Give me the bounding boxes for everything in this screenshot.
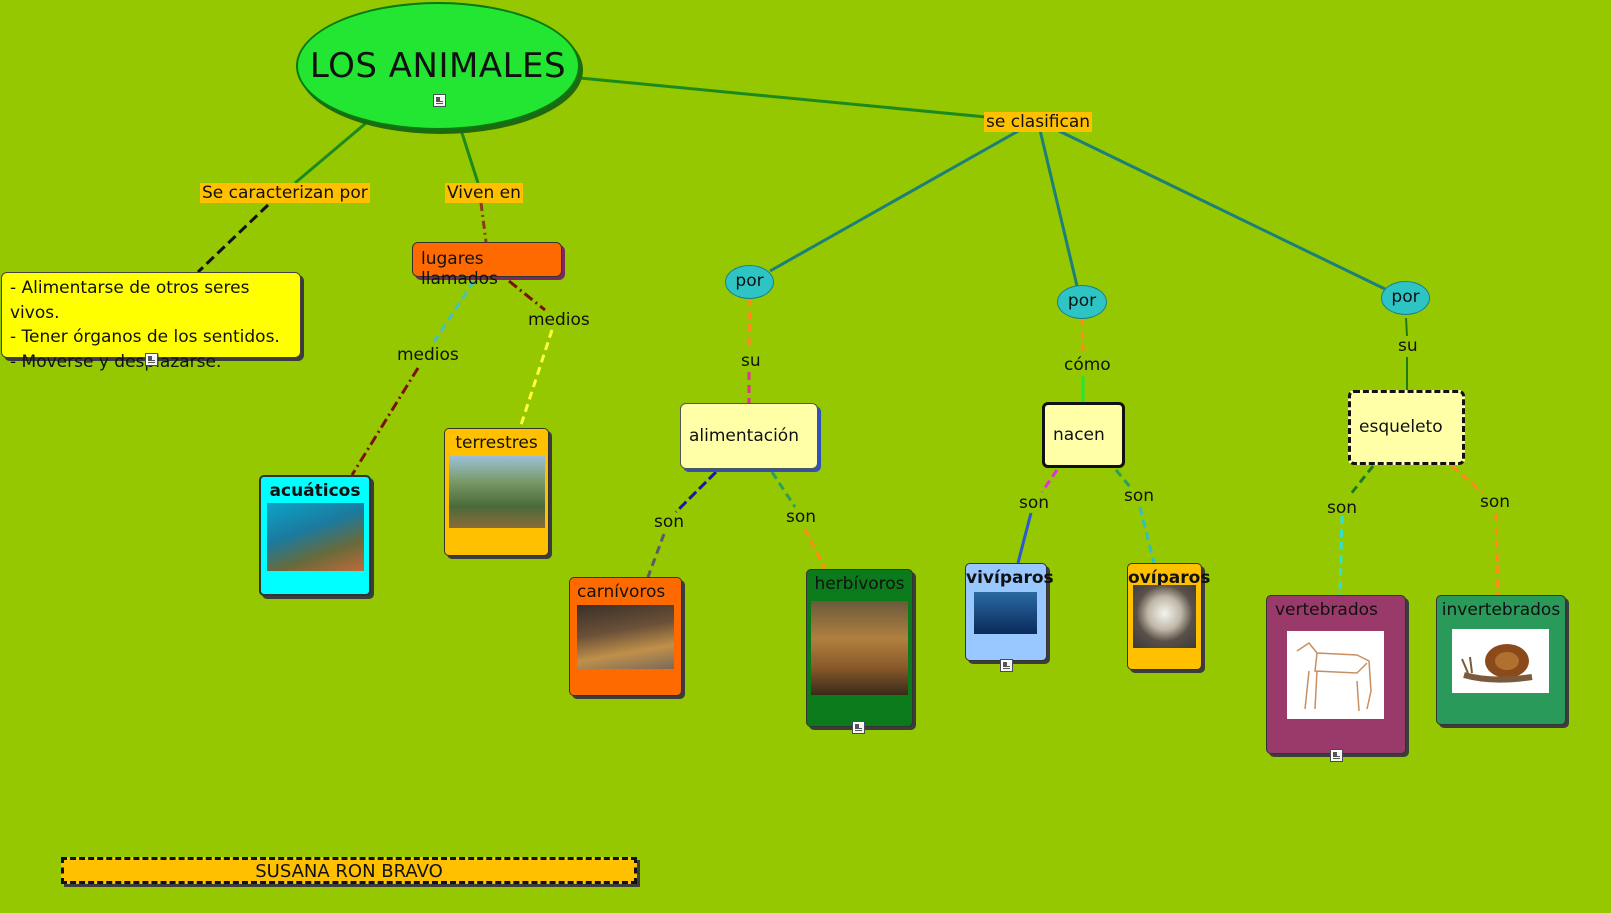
horse-skeleton-image [1287, 631, 1384, 719]
lugares-label: lugares llamados [421, 249, 498, 289]
root-node[interactable]: LOS ANIMALES [296, 2, 580, 130]
acuaticos-card[interactable]: acuáticos [259, 475, 371, 596]
connector-esqueleto-son-left [1348, 465, 1375, 496]
document-icon[interactable] [433, 94, 446, 107]
invertebrados-label: invertebrados [1441, 600, 1561, 620]
connector-por-2-como [1080, 317, 1085, 356]
link-label-medios-left: medios [397, 345, 459, 365]
connector-root-clasifican [579, 76, 987, 119]
esqueleto-label: esqueleto [1359, 417, 1443, 437]
herbivoros-label: herbívoros [814, 574, 905, 594]
link-label-son-viviparos: son [1019, 493, 1050, 513]
connector-caracterizan-box [196, 203, 270, 274]
connector-viven-lugares [479, 202, 488, 243]
carnivoros-card[interactable]: carnívoros [569, 577, 682, 696]
link-label-son-herbivoros: son [786, 507, 817, 527]
root-title: LOS ANIMALES [309, 46, 567, 86]
connector-son-invertebrados [1494, 513, 1500, 596]
terrestres-card[interactable]: terrestres [444, 428, 549, 556]
connector-alimentacion-son-left [674, 470, 718, 514]
snail-image [1452, 629, 1549, 693]
lions-image [577, 605, 674, 669]
connector-nacen-son-right [1114, 469, 1133, 489]
vertebrados-card[interactable]: vertebrados [1266, 595, 1406, 762]
characteristic-item: - Moverse y desplazarse. [10, 351, 222, 372]
characteristic-item: - Tener órganos de los sentidos. [10, 327, 280, 347]
invertebrados-card[interactable]: invertebrados [1436, 595, 1566, 725]
connector-clasifican-por-1 [769, 128, 1021, 273]
por-label: por [735, 271, 764, 291]
acuaticos-label: acuáticos [269, 481, 361, 501]
vertebrados-label: vertebrados [1275, 600, 1378, 620]
connector-nacen-son-left [1040, 469, 1059, 493]
connector-por-1-su [747, 297, 752, 351]
link-label-viven: Viven en [445, 183, 523, 203]
link-label-su-1: su [741, 351, 761, 371]
viviparos-label: vivíparos [966, 568, 1054, 588]
snail-drawing [1461, 644, 1533, 683]
alimentacion-label: alimentación [689, 426, 799, 446]
connector-por-3-su [1405, 317, 1408, 337]
connector-son-viviparos [1016, 512, 1033, 564]
connector-root-viven [459, 129, 480, 184]
connector-son-vertebrados [1338, 515, 1344, 596]
connector-medios-right-terrestres [518, 329, 554, 429]
horse-skeleton-drawing [1296, 641, 1372, 712]
terrestres-label: terrestres [455, 433, 538, 453]
por-oval-nacen[interactable]: por [1057, 285, 1107, 319]
alimentacion-node[interactable]: alimentación [680, 403, 818, 469]
forest-animals-image [449, 456, 545, 528]
connector-son-carnivoros [646, 533, 666, 578]
giraffe-image [811, 601, 908, 695]
por-label: por [1391, 287, 1420, 307]
esqueleto-node[interactable]: esqueleto [1348, 390, 1465, 465]
connector-son-herbivoros [803, 528, 827, 570]
document-icon[interactable] [1330, 749, 1343, 762]
nacen-node[interactable]: nacen [1042, 402, 1125, 468]
connector-son-oviparos [1138, 506, 1156, 564]
link-label-son-carnivoros: son [654, 512, 685, 532]
oviparos-label: ovíparos [1128, 568, 1211, 588]
link-label-como: cómo [1064, 355, 1111, 375]
author-banner[interactable]: SUSANA RON BRAVO [61, 857, 637, 884]
link-label-son-invertebrados: son [1480, 492, 1511, 512]
carnivoros-label: carnívoros [577, 582, 666, 602]
document-icon[interactable] [145, 353, 158, 366]
hatching-chick-image [1133, 585, 1196, 648]
characteristics-box[interactable]: - Alimentarse de otros seres vivos. - Te… [1, 272, 301, 372]
viviparos-card[interactable]: vivíparos [965, 563, 1054, 672]
connector-medios-left-acuaticos [350, 367, 420, 476]
link-label-son-vertebrados: son [1327, 498, 1358, 518]
document-icon[interactable] [1000, 659, 1013, 672]
por-oval-esqueleto[interactable]: por [1381, 281, 1430, 315]
nacen-label: nacen [1053, 425, 1105, 445]
coral-reef-image [267, 503, 364, 571]
lugares-node[interactable]: lugares llamados [412, 242, 562, 289]
por-oval-alimentacion[interactable]: por [725, 265, 774, 299]
connector-clasifican-por-3 [1056, 128, 1386, 291]
connector-alimentacion-son-right [770, 471, 797, 508]
link-label-su-2: su [1398, 336, 1418, 356]
connector-root-caracterizan [294, 121, 367, 185]
link-label-clasifican: se clasifican [984, 112, 1093, 132]
connector-lugares-medios-left [430, 280, 476, 346]
connector-lugares-medios-right [508, 279, 546, 312]
connector-esqueleto-son-right [1451, 464, 1484, 495]
connector-clasifican-por-2 [1038, 129, 1079, 287]
characteristic-item: - Alimentarse de otros seres vivos. [10, 278, 250, 323]
oviparos-card[interactable]: ovíparos [1127, 563, 1211, 670]
author-name: SUSANA RON BRAVO [255, 861, 443, 882]
document-icon[interactable] [852, 721, 865, 734]
link-label-medios-right: medios [528, 310, 590, 330]
manta-ray-image [974, 592, 1037, 634]
link-label-caracterizan: Se caracterizan por [200, 183, 370, 203]
link-label-son-oviparos: son [1124, 486, 1155, 506]
por-label: por [1067, 291, 1097, 311]
herbivoros-card[interactable]: herbívoros [806, 569, 913, 734]
